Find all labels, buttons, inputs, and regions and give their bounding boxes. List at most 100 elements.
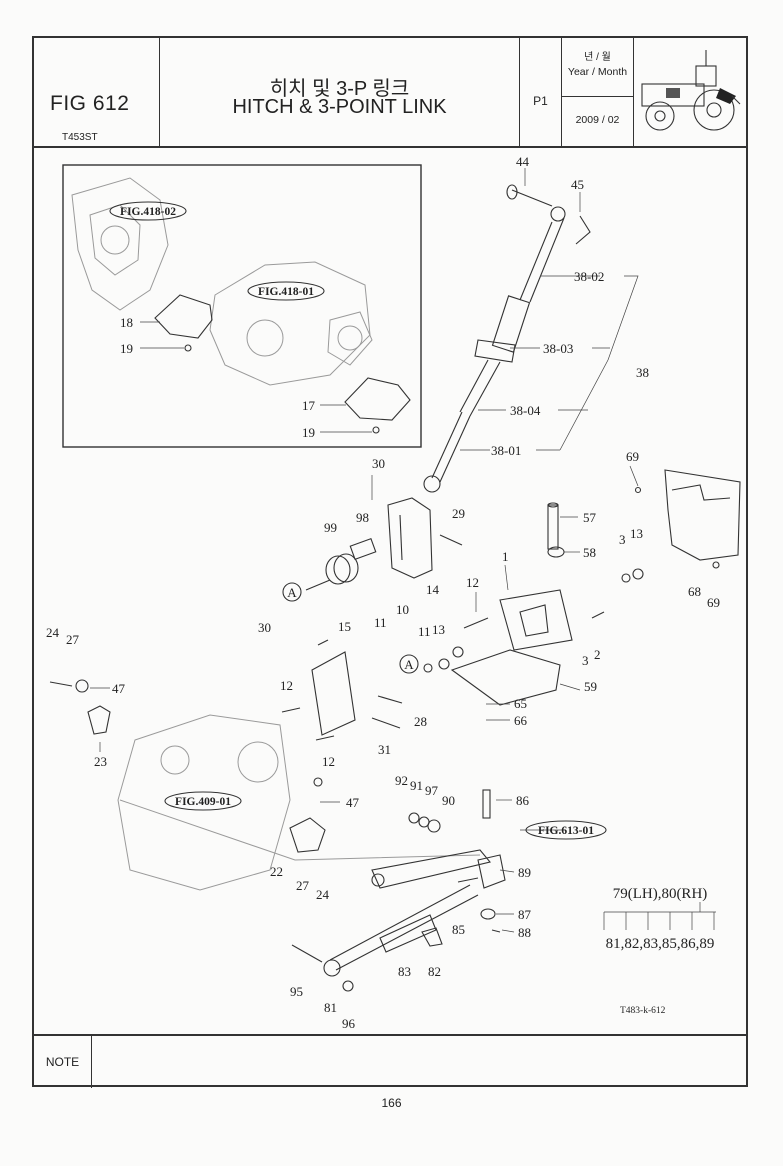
callout-87: 87: [518, 907, 532, 922]
drawbar-bracket-1: [450, 589, 573, 706]
title-english: HITCH & 3-POINT LINK: [232, 96, 447, 118]
nut-27-left: [75, 679, 89, 693]
callout-86: 86: [516, 793, 530, 808]
pin-31: [371, 717, 401, 729]
bolt-69-lower: [712, 561, 720, 569]
cover-68: [664, 469, 741, 561]
sheet-page: P1: [533, 94, 548, 108]
callout-38: 38: [636, 365, 649, 380]
hitch-bracket-14: [387, 497, 433, 579]
callout-92: 92: [395, 773, 408, 788]
washer-90: [427, 819, 441, 833]
ref-oval-418-02: [109, 201, 187, 221]
callout-47-left: 47: [112, 681, 126, 696]
callout-83: 83: [398, 964, 411, 979]
lower-link-79-80: [323, 849, 506, 977]
callout-11-upper: 11: [374, 615, 387, 630]
callout-96: 96: [342, 1016, 356, 1031]
callout-12-low: 12: [322, 754, 335, 769]
drawing-code: T483-k-612: [620, 1006, 666, 1016]
callout-3-lower: 3: [582, 653, 589, 668]
washer-96: [342, 980, 354, 992]
callout-59: 59: [584, 679, 597, 694]
callout-2: 2: [594, 647, 601, 662]
fig-ref-418-01: FIG.418-01: [258, 286, 314, 298]
callout-24-low: 24: [316, 887, 330, 902]
pin-88: [491, 929, 501, 933]
callout-22: 22: [270, 864, 283, 879]
pin-28: [377, 695, 403, 704]
bolt-95: [291, 944, 323, 963]
fig-ref-613-01: FIG.613-01: [538, 825, 594, 837]
callout-19-upper: 19: [120, 341, 133, 356]
washer-11: [423, 663, 433, 673]
callout-38-01: 38-01: [491, 443, 521, 458]
callout-44: 44: [516, 154, 530, 169]
inset-box: [62, 164, 422, 448]
nut-47-low: [313, 777, 323, 787]
page-number: 166: [381, 1096, 402, 1110]
callout-65: 65: [514, 696, 527, 711]
callout-88: 88: [518, 925, 531, 940]
year-month-label-en: Year / Month: [567, 66, 628, 78]
pin-98: [349, 537, 377, 561]
callout-29: 29: [452, 506, 465, 521]
callout-99: 99: [324, 520, 337, 535]
callout-14: 14: [426, 582, 440, 597]
callout-69-lower: 69: [707, 595, 720, 610]
marker-a-1: A: [287, 585, 297, 600]
clip-82: [421, 927, 443, 947]
callout-82: 82: [428, 964, 441, 979]
callout-85: 85: [452, 922, 465, 937]
plate-15: [311, 639, 356, 736]
callout-38-02: 38-02: [574, 269, 604, 284]
bolt-12-low: [315, 735, 335, 741]
bolt-19-lower: [372, 426, 380, 434]
callout-38-04: 38-04: [510, 403, 541, 418]
bracket-22: [289, 817, 326, 853]
note-row: NOTE: [34, 1034, 746, 1088]
callout-31: 31: [378, 742, 391, 757]
callout-45: 45: [571, 177, 584, 192]
model-code: T453ST: [62, 132, 98, 143]
fig-number-cell: FIG 612 T453ST: [34, 38, 160, 146]
nut-91: [408, 812, 420, 824]
leader-lines: [90, 168, 716, 933]
page-frame: FIG 612 T453ST 히치 및 3-P 링크 HITCH & 3-POI…: [32, 36, 748, 1088]
title-cell: 히치 및 3-P 링크 HITCH & 3-POINT LINK: [160, 38, 520, 146]
callout-69-upper: 69: [626, 449, 639, 464]
callout-13-upper: 13: [630, 526, 643, 541]
callout-58: 58: [583, 545, 596, 560]
title-korean: 히치 및 3-P 링크: [269, 78, 410, 100]
figure-number: FIG 612: [50, 92, 130, 115]
callout-12-mid: 12: [280, 678, 293, 693]
callout-labels: 44 45 38-02 38-03 38 38-04 38-01 18 19 1…: [46, 154, 720, 1031]
callout-1: 1: [502, 549, 509, 564]
callout-30-upper: 30: [372, 456, 385, 471]
washer-3: [621, 573, 631, 583]
callout-10: 10: [396, 602, 409, 617]
marker-a-circle-2: [399, 654, 419, 674]
top-link-38: [423, 184, 591, 493]
callout-91: 91: [410, 778, 423, 793]
callout-68: 68: [688, 584, 701, 599]
fig-ref-418-02: FIG.418-02: [120, 206, 176, 218]
callout-95: 95: [290, 984, 303, 999]
pin-86: [482, 789, 491, 819]
fig-ref-409-01: FIG.409-01: [175, 796, 231, 808]
rear-housing-ghost: [117, 714, 481, 891]
bolt-29: [439, 534, 463, 546]
legend-group-label: 79(LH),80(RH): [613, 886, 708, 902]
callout-57: 57: [583, 510, 597, 525]
page-cell: P1: [520, 38, 562, 146]
nut-13-b: [452, 646, 464, 658]
transmission-housing-ghost: [71, 177, 373, 386]
callout-66: 66: [514, 713, 528, 728]
revision-date: 2009 / 02: [575, 114, 620, 126]
nut-13: [632, 568, 644, 580]
bolt-2: [591, 611, 605, 619]
callout-11-lower: 11: [418, 624, 431, 639]
callout-23: 23: [94, 754, 107, 769]
callout-98: 98: [356, 510, 369, 525]
